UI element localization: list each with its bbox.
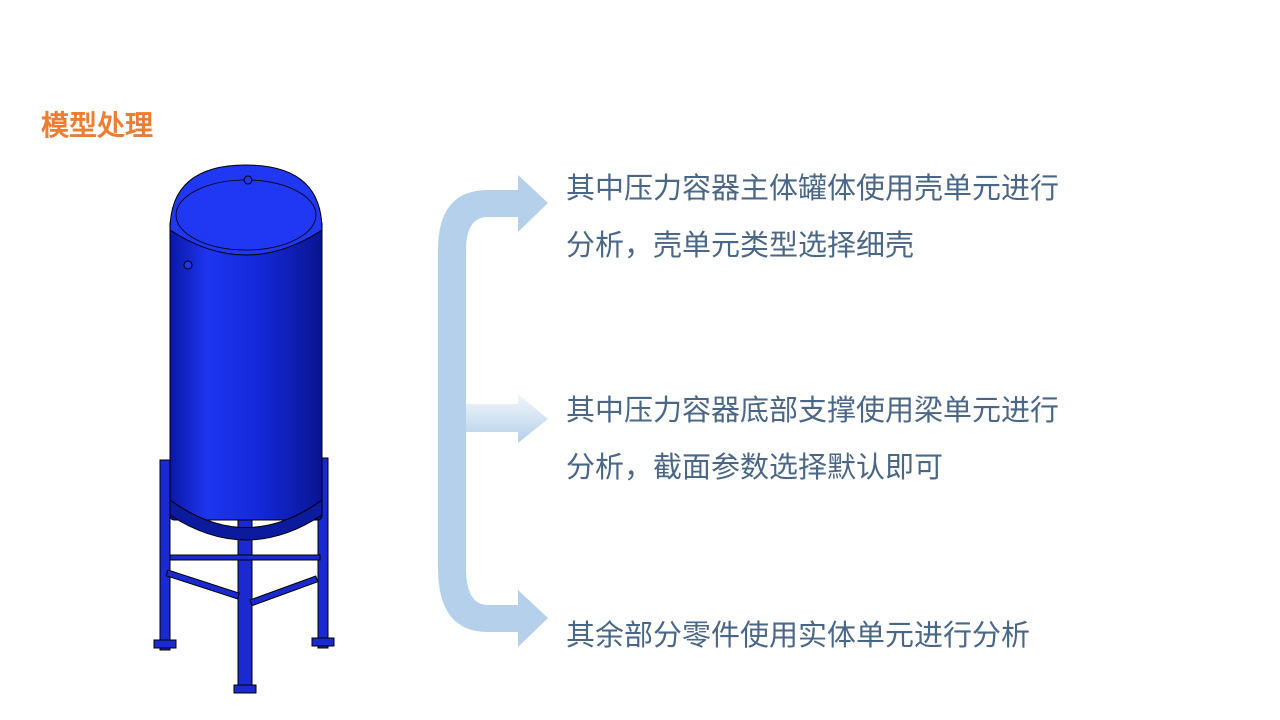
support-legs xyxy=(153,457,335,694)
bracket-arrows xyxy=(438,175,548,647)
item-solid-elements: 其余部分零件使用实体单元进行分析 xyxy=(566,607,1126,664)
item-shell-elements: 其中压力容器主体罐体使用壳单元进行 分析，壳单元类型选择细壳 xyxy=(566,160,1126,274)
tank-body xyxy=(169,219,323,521)
item-line: 分析，截面参数选择默认即可 xyxy=(566,450,944,484)
item-line: 其余部分零件使用实体单元进行分析 xyxy=(566,618,1031,652)
item-line: 分析，壳单元类型选择细壳 xyxy=(566,228,915,262)
arrow-middle xyxy=(466,394,548,443)
slide-title: 模型处理 xyxy=(41,109,154,142)
item-line: 其中压力容器底部支撑使用梁单元进行 xyxy=(566,393,1060,427)
arrow-bottom xyxy=(438,568,548,647)
item-line: 其中压力容器主体罐体使用壳单元进行 xyxy=(566,171,1060,205)
pressure-vessel-illustration xyxy=(153,164,335,694)
arrow-top xyxy=(438,175,548,250)
tank-dome xyxy=(169,164,323,256)
item-beam-elements: 其中压力容器底部支撑使用梁单元进行 分析，截面参数选择默认即可 xyxy=(566,382,1126,496)
bracket-spine xyxy=(438,248,466,570)
